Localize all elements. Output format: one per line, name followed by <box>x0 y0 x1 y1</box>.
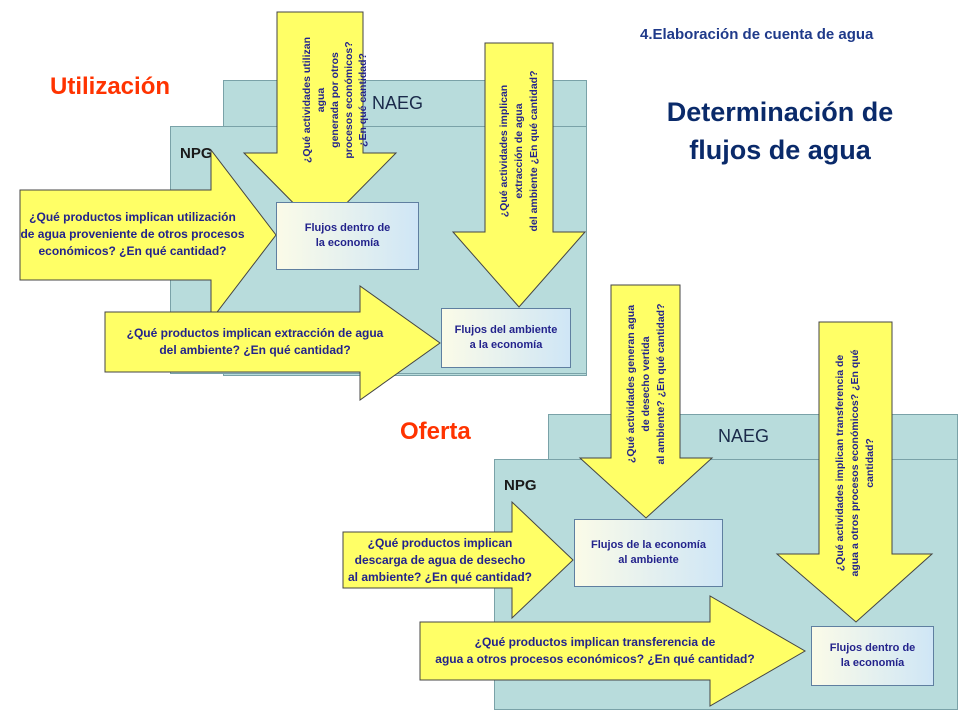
question-actividades-desecho: ¿Qué actividades generan agua de desecho… <box>624 303 667 465</box>
page-title: Determinación de flujos de agua <box>630 93 930 169</box>
down-arrow-actividades-transferencia <box>775 321 934 623</box>
page-title-line1: Determinación de <box>666 97 894 127</box>
question-actividades-transferencia: ¿Qué actividades implican transferencia … <box>833 349 876 577</box>
question-productos-otros-procesos: ¿Qué productos implican utilización de a… <box>20 209 245 258</box>
question-actividades-extraccion: ¿Qué actividades implican extracción de … <box>497 70 540 232</box>
down-arrow-actividades-desecho <box>578 284 714 519</box>
question-productos-extraccion: ¿Qué productos implican extracción de ag… <box>126 326 384 357</box>
section-label: 4.Elaboración de cuenta de agua <box>640 26 874 43</box>
right-arrow-extraccion <box>104 285 441 401</box>
utilizacion-naeg-label: NAEG <box>372 93 424 113</box>
oferta-flujos-al-ambiente-box: Flujos de la economía al ambiente <box>574 519 723 587</box>
page-title-line2: flujos de agua <box>689 135 871 165</box>
down-arrow-actividades-utilizan <box>242 11 398 231</box>
oferta-heading: Oferta <box>400 418 471 445</box>
right-arrow-descarga <box>342 500 574 620</box>
question-productos-descarga: ¿Qué productos implican descarga de agua… <box>347 535 533 584</box>
utilizacion-npg-label: NPG <box>180 145 213 162</box>
question-productos-transferencia: ¿Qué productos implican transferencia de… <box>435 635 755 666</box>
down-arrow-actividades-extraccion <box>451 42 587 308</box>
oferta-flujos-economia-box: Flujos dentro de la economía <box>811 626 934 686</box>
utilizacion-flujos-ambiente-box: Flujos del ambiente a la economía <box>441 308 571 368</box>
utilizacion-heading: Utilización <box>50 73 171 100</box>
utilizacion-flujos-economia-box: Flujos dentro de la economía <box>276 202 419 270</box>
right-arrow-otros-procesos <box>19 148 277 322</box>
question-actividades-utilizan: ¿Qué actividades utilizan agua generada … <box>301 36 369 164</box>
oferta-naeg-label: NAEG <box>718 426 770 446</box>
right-arrow-transferencia <box>419 595 806 707</box>
oferta-npg-label: NPG <box>504 477 537 494</box>
